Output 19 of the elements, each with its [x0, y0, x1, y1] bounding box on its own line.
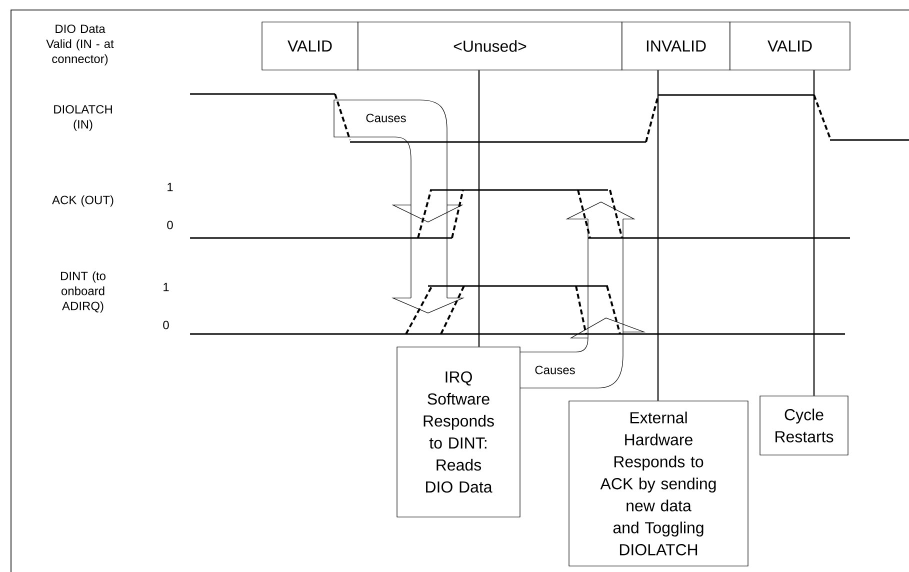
signal-name: DIOLATCH (IN)	[54, 105, 112, 131]
connector-line	[478, 70, 480, 347]
signal-name: DIO Data Valid (IN - at connector)	[46, 24, 114, 66]
connector-line	[813, 70, 815, 396]
signal-name: DINT (to onboard ADIRQ)	[61, 271, 106, 313]
header-cell: INVALID	[622, 22, 730, 70]
level-label: 0	[167, 220, 173, 230]
process-box: Cycle Restarts	[760, 396, 848, 456]
connector-line	[657, 70, 659, 401]
process-box: External Hardware Responds to ACK by sending new data and Toggling DIOLATCH	[568, 400, 748, 566]
level-label: 1	[168, 182, 173, 192]
signal-name: ACK (OUT)	[52, 195, 114, 207]
header-cell: VALID	[730, 22, 850, 70]
arrow-label: Causes	[535, 366, 575, 374]
process-box: IRQ Software Responds to DINT: Reads DIO Data	[396, 346, 520, 518]
level-label: 0	[163, 320, 169, 330]
level-label: 1	[164, 282, 169, 292]
arrow-label: Causes	[366, 114, 406, 122]
header-cell: VALID	[262, 22, 358, 70]
